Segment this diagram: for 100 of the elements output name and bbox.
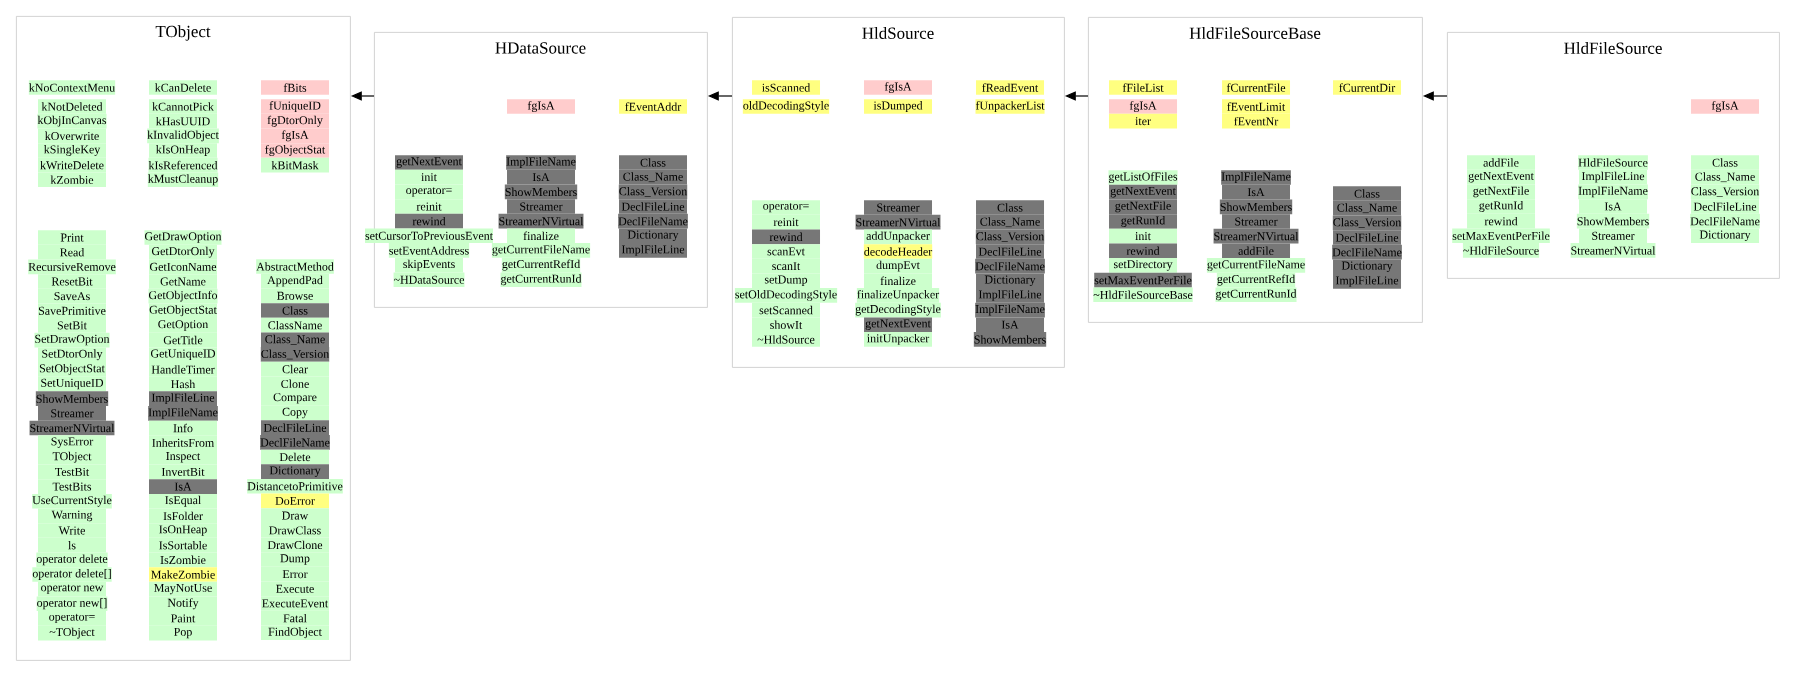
member-cell: setCursorToPreviousEvent xyxy=(365,228,493,244)
node-label: setScanned xyxy=(759,305,813,315)
member-cell: StreamerNVirtual xyxy=(1570,243,1656,258)
node-label: Inspect xyxy=(166,452,201,463)
member-cell: ExecuteEvent xyxy=(261,596,329,611)
node-label: Warning xyxy=(51,510,93,522)
member-cell: IsA xyxy=(976,317,1044,333)
node-label: Dictionary xyxy=(1341,261,1393,273)
member-cell: GetUniqueID xyxy=(149,347,217,363)
member-cell: ImplFileName xyxy=(148,406,218,421)
node-label: IsOnHeap xyxy=(159,525,207,536)
node-label: Class xyxy=(1712,158,1738,167)
member-cell: SetBit xyxy=(38,318,106,333)
member-cell: getCurrentRunId xyxy=(1215,287,1297,303)
node-label: Streamer xyxy=(51,409,94,418)
node-label: Streamer xyxy=(520,202,563,211)
node-label: DrawClass xyxy=(269,526,321,535)
member-cell: FindObject xyxy=(261,625,329,641)
member-cell: InheritsFrom xyxy=(149,435,217,450)
node-label: Class_Name xyxy=(623,172,683,183)
member-cell: oldDecodingStyle xyxy=(742,99,830,114)
member-cell: Class xyxy=(1333,186,1401,201)
member-cell: Dictionary xyxy=(261,464,329,479)
member-cell: addFile xyxy=(1467,155,1535,170)
member-cell: fUnpackerList xyxy=(975,99,1045,114)
node-label: Write xyxy=(58,526,85,535)
member-cell: DeclFileLine xyxy=(1333,230,1401,245)
member-cell: finalizeUnpacker xyxy=(856,288,940,303)
member-cell: fFileList xyxy=(1109,80,1177,95)
node-label: AppendPad xyxy=(267,275,323,287)
member-cell: TestBits xyxy=(38,479,106,494)
node-label: Class_Name xyxy=(265,334,325,345)
member-cell: Write xyxy=(38,523,106,538)
node-label: Execute xyxy=(276,584,314,593)
node-label: RecursiveRemove xyxy=(28,262,116,271)
member-cell: setEventAddress xyxy=(388,243,470,258)
node-label: TestBit xyxy=(55,467,90,476)
member-cell: fBits xyxy=(261,80,329,95)
node-label: getRunId xyxy=(1479,201,1524,212)
node-label: GetTitle xyxy=(163,335,203,345)
node-label: SavePrimitive xyxy=(38,306,106,315)
member-cell: GetName xyxy=(149,274,217,289)
node-label: GetIconName xyxy=(149,262,217,271)
member-cell: HldFileSource xyxy=(1578,155,1648,170)
node-label: Fatal xyxy=(283,613,307,623)
member-cell: fEventLimit xyxy=(1222,99,1290,114)
member-cell: fgIsA xyxy=(507,99,575,114)
node-label: IsA xyxy=(1604,202,1622,211)
member-cell: ~HldSource xyxy=(752,332,820,347)
member-cell: fgIsA xyxy=(864,80,932,95)
member-cell: Class_Name xyxy=(261,332,329,348)
member-cell: ImplFileLine xyxy=(1333,274,1401,289)
node-label: FindObject xyxy=(268,627,322,639)
node-label: Error xyxy=(282,570,308,579)
node-label: SysError xyxy=(51,437,94,448)
node-label: IsA xyxy=(1001,320,1019,329)
member-cell: DistancetoPrimitive xyxy=(247,478,343,494)
node-label: Paint xyxy=(171,614,196,623)
member-cell: Class xyxy=(261,303,329,318)
member-cell: fCurrentFile xyxy=(1222,80,1290,95)
node-label: ResetBit xyxy=(51,277,93,286)
node-label: Streamer xyxy=(1235,217,1278,226)
node-label: Browse xyxy=(277,291,313,300)
member-cell: kIsOnHeap xyxy=(149,143,217,158)
node-label: Draw xyxy=(282,511,309,520)
node-label: GetName xyxy=(160,277,206,286)
node-label: Copy xyxy=(282,407,308,419)
member-cell: Clone xyxy=(261,376,329,392)
node-label: kSingleKey xyxy=(44,145,101,156)
member-cell: SysError xyxy=(38,435,106,450)
member-cell: DeclFileLine xyxy=(619,199,687,214)
node-label: fgIsA xyxy=(281,130,309,142)
member-cell: ImplFileLine xyxy=(619,243,687,258)
node-label: Clear xyxy=(282,364,308,374)
member-cell: AbstractMethod xyxy=(256,259,334,274)
member-cell: getCurrentRunId xyxy=(500,272,582,288)
node-label: ~HldSource xyxy=(757,335,815,344)
node-label: Hash xyxy=(171,379,196,389)
node-label: operator= xyxy=(49,613,95,624)
node-label: setCursorToPreviousEvent xyxy=(365,231,493,240)
member-cell: SavePrimitive xyxy=(38,303,106,319)
node-label: SetBit xyxy=(57,321,87,330)
member-cell: Class xyxy=(976,200,1044,215)
member-cell: showIt xyxy=(752,317,820,333)
node-label: scanEvt xyxy=(767,247,805,256)
node-label: getRunId xyxy=(1121,216,1166,227)
node-label: init xyxy=(421,173,437,182)
node-label: SetDtorOnly xyxy=(42,349,103,361)
member-cell: fgObjectStat xyxy=(261,143,329,158)
node-label: scanIt xyxy=(772,262,801,271)
member-cell: Dictionary xyxy=(619,228,687,244)
member-cell: IsA xyxy=(149,479,217,494)
member-cell: Paint xyxy=(149,611,217,626)
member-cell: Streamer xyxy=(864,200,932,215)
node-label: Info xyxy=(173,423,193,433)
member-cell: kCannotPick xyxy=(149,99,217,114)
member-cell: initUnpacker xyxy=(864,332,932,347)
node-label: fgDtorOnly xyxy=(267,115,323,127)
node-label: skipEvents xyxy=(403,259,455,271)
member-cell: decodeHeader xyxy=(863,244,933,259)
